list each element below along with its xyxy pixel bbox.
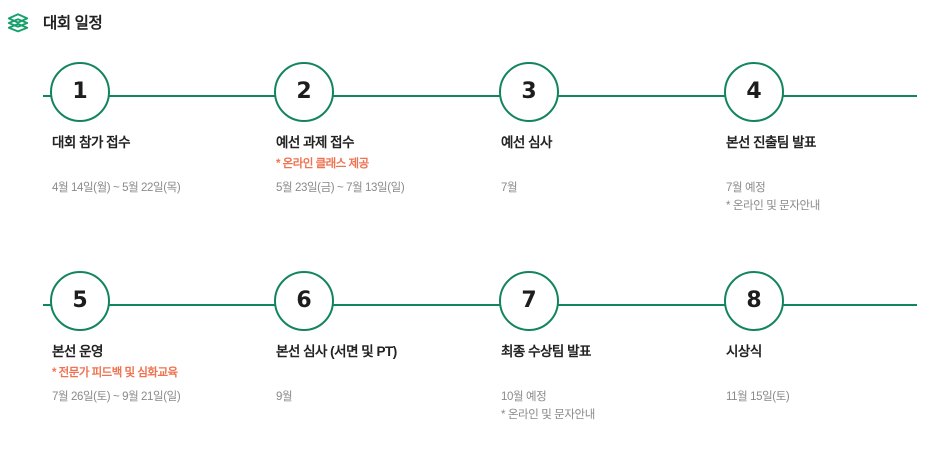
step-marker-4[interactable]: 4 [724,62,784,122]
step-date-line: 4월 14일(월) ~ 5월 22일(목) [52,182,181,194]
step-dates: 7월 26일(토) ~ 9월 21일(일) [52,389,272,407]
step-date-line: 7월 예정 [726,182,766,194]
timeline-row-1: 1 대회 참가 접수 4월 14일(월) ~ 5월 22일(목) 2 예선 과제… [0,62,936,252]
step-body: 본선 운영 * 전문가 피드백 및 심화교육 [52,343,272,382]
step-title: 본선 심사 (서면 및 PT) [276,344,397,359]
step-marker-2[interactable]: 2 [274,62,334,122]
step-title: 대회 참가 접수 [52,135,131,150]
step-marker-1[interactable]: 1 [50,62,110,122]
step-number: 1 [72,79,88,104]
layers-stack-icon [7,13,29,33]
step-number: 8 [746,288,762,313]
step-title: 최종 수상팀 발표 [501,344,591,359]
step-marker-7[interactable]: 7 [499,271,559,331]
step-number: 5 [72,288,88,313]
step-dates: 10월 예정 * 온라인 및 문자안내 [501,389,721,425]
step-body: 최종 수상팀 발표 [501,343,721,361]
step-number: 3 [521,79,537,104]
step-body: 본선 심사 (서면 및 PT) [276,343,496,361]
step-title: 시상식 [726,344,762,359]
step-marker-3[interactable]: 3 [499,62,559,122]
step-dates: 7월 [501,180,721,198]
step-dates: 7월 예정 * 온라인 및 문자안내 [726,180,936,216]
step-number: 2 [296,79,312,104]
step-marker-8[interactable]: 8 [724,271,784,331]
step-dates: 5월 23일(금) ~ 7월 13일(일) [276,180,496,198]
step-number: 7 [521,288,537,313]
page-title: 대회 일정 [43,15,103,32]
step-body: 예선 심사 [501,134,721,152]
step-title: 예선 과제 접수 [276,135,355,150]
step-body: 시상식 [726,343,936,361]
step-dates: 4월 14일(월) ~ 5월 22일(목) [52,180,272,198]
step-date-line: 7월 26일(토) ~ 9월 21일(일) [52,391,181,403]
timeline-rail [43,304,917,306]
step-date-line: * 온라인 및 문자안내 [501,408,595,421]
step-dates: 11월 15일(토) [726,389,936,407]
step-date-line: 11월 15일(토) [726,391,790,403]
timeline-rail [43,95,917,97]
step-title: 본선 운영 [52,344,103,359]
step-dates: 9월 [276,389,496,407]
step-date-line: 7월 [501,182,518,194]
step-title: 예선 심사 [501,135,552,150]
step-marker-5[interactable]: 5 [50,271,110,331]
step-body: 본선 진출팀 발표 [726,134,936,152]
step-note: * 전문가 피드백 및 심화교육 [52,367,178,380]
step-body: 대회 참가 접수 [52,134,272,152]
step-number: 4 [746,79,762,104]
step-date-line: * 온라인 및 문자안내 [726,199,820,212]
step-marker-6[interactable]: 6 [274,271,334,331]
timeline-row-2: 5 본선 운영 * 전문가 피드백 및 심화교육 7월 26일(토) ~ 9월 … [0,271,936,461]
step-note: * 온라인 클래스 제공 [276,158,369,171]
step-date-line: 9월 [276,391,293,403]
step-date-line: 10월 예정 [501,391,547,403]
step-date-line: 5월 23일(금) ~ 7월 13일(일) [276,182,405,194]
step-title: 본선 진출팀 발표 [726,135,816,150]
step-body: 예선 과제 접수 * 온라인 클래스 제공 [276,134,496,173]
page-header: 대회 일정 [0,0,103,44]
step-number: 6 [296,288,312,313]
